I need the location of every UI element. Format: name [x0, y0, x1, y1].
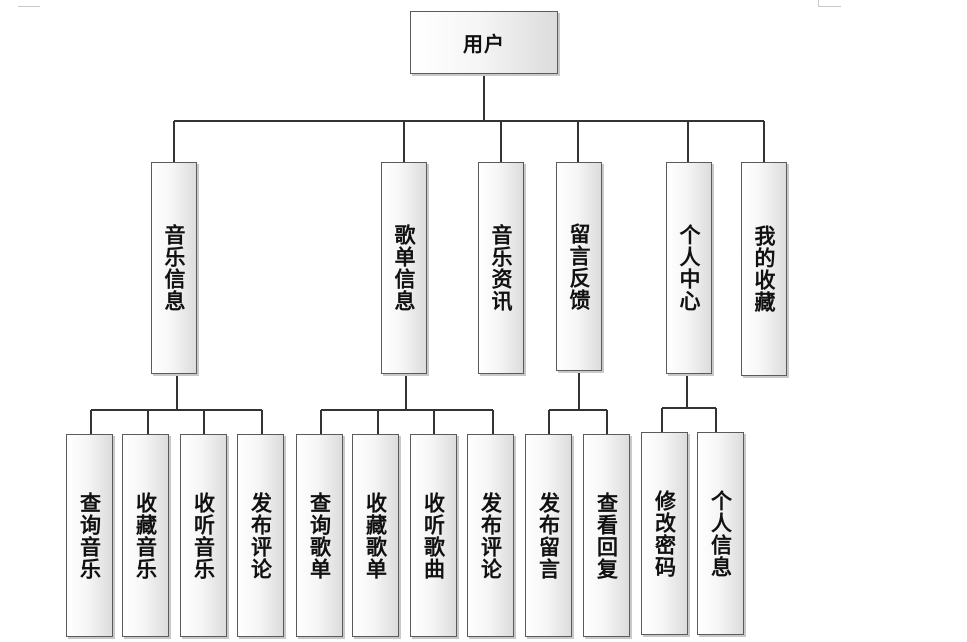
leaf-node: 收听音乐 [180, 434, 227, 637]
leaf-node: 收藏歌单 [352, 434, 399, 637]
leaf-node: 发布评论 [237, 434, 284, 637]
leaf-label: 个人信息 [708, 489, 733, 578]
leaf-node: 收藏音乐 [122, 434, 169, 637]
leaf-node: 查看回复 [583, 434, 630, 637]
module-feedback: 留言反馈 [556, 162, 602, 371]
leaf-node: 修改密码 [641, 432, 688, 635]
root-node-label: 用户 [463, 32, 505, 56]
leaf-node: 查询歌单 [296, 434, 343, 637]
module-label: 留言反馈 [567, 222, 591, 311]
leaf-label: 收藏歌单 [363, 491, 388, 580]
leaf-label: 收听音乐 [191, 491, 216, 580]
leaf-label: 发布留言 [536, 491, 561, 580]
leaf-label: 发布评论 [248, 491, 273, 580]
leaf-label: 修改密码 [652, 489, 677, 578]
leaf-node: 个人信息 [697, 432, 744, 635]
module-label: 歌单信息 [392, 224, 416, 312]
leaf-node: 发布评论 [467, 434, 514, 637]
module-label: 音乐资讯 [489, 224, 513, 312]
module-label: 个人中心 [677, 224, 701, 312]
module-my-favorites: 我的收藏 [741, 162, 787, 376]
module-music-info: 音乐信息 [151, 162, 197, 374]
leaf-node: 收听歌曲 [410, 434, 457, 637]
leaf-label: 查询音乐 [77, 491, 102, 580]
module-music-news: 音乐资讯 [478, 162, 524, 374]
leaf-label: 发布评论 [478, 491, 503, 580]
module-playlist-info: 歌单信息 [381, 162, 427, 374]
module-label: 我的收藏 [752, 225, 776, 313]
page-corner-mark [818, 0, 841, 7]
module-personal-center: 个人中心 [666, 162, 712, 374]
root-node: 用户 [410, 11, 558, 74]
leaf-node: 查询音乐 [66, 434, 113, 637]
leaf-label: 查看回复 [594, 491, 619, 580]
leaf-node: 发布留言 [525, 434, 572, 637]
leaf-label: 查询歌单 [307, 491, 332, 580]
page-corner-mark [18, 0, 40, 7]
leaf-label: 收听歌曲 [421, 491, 446, 580]
module-label: 音乐信息 [162, 224, 186, 312]
leaf-label: 收藏音乐 [133, 491, 158, 580]
